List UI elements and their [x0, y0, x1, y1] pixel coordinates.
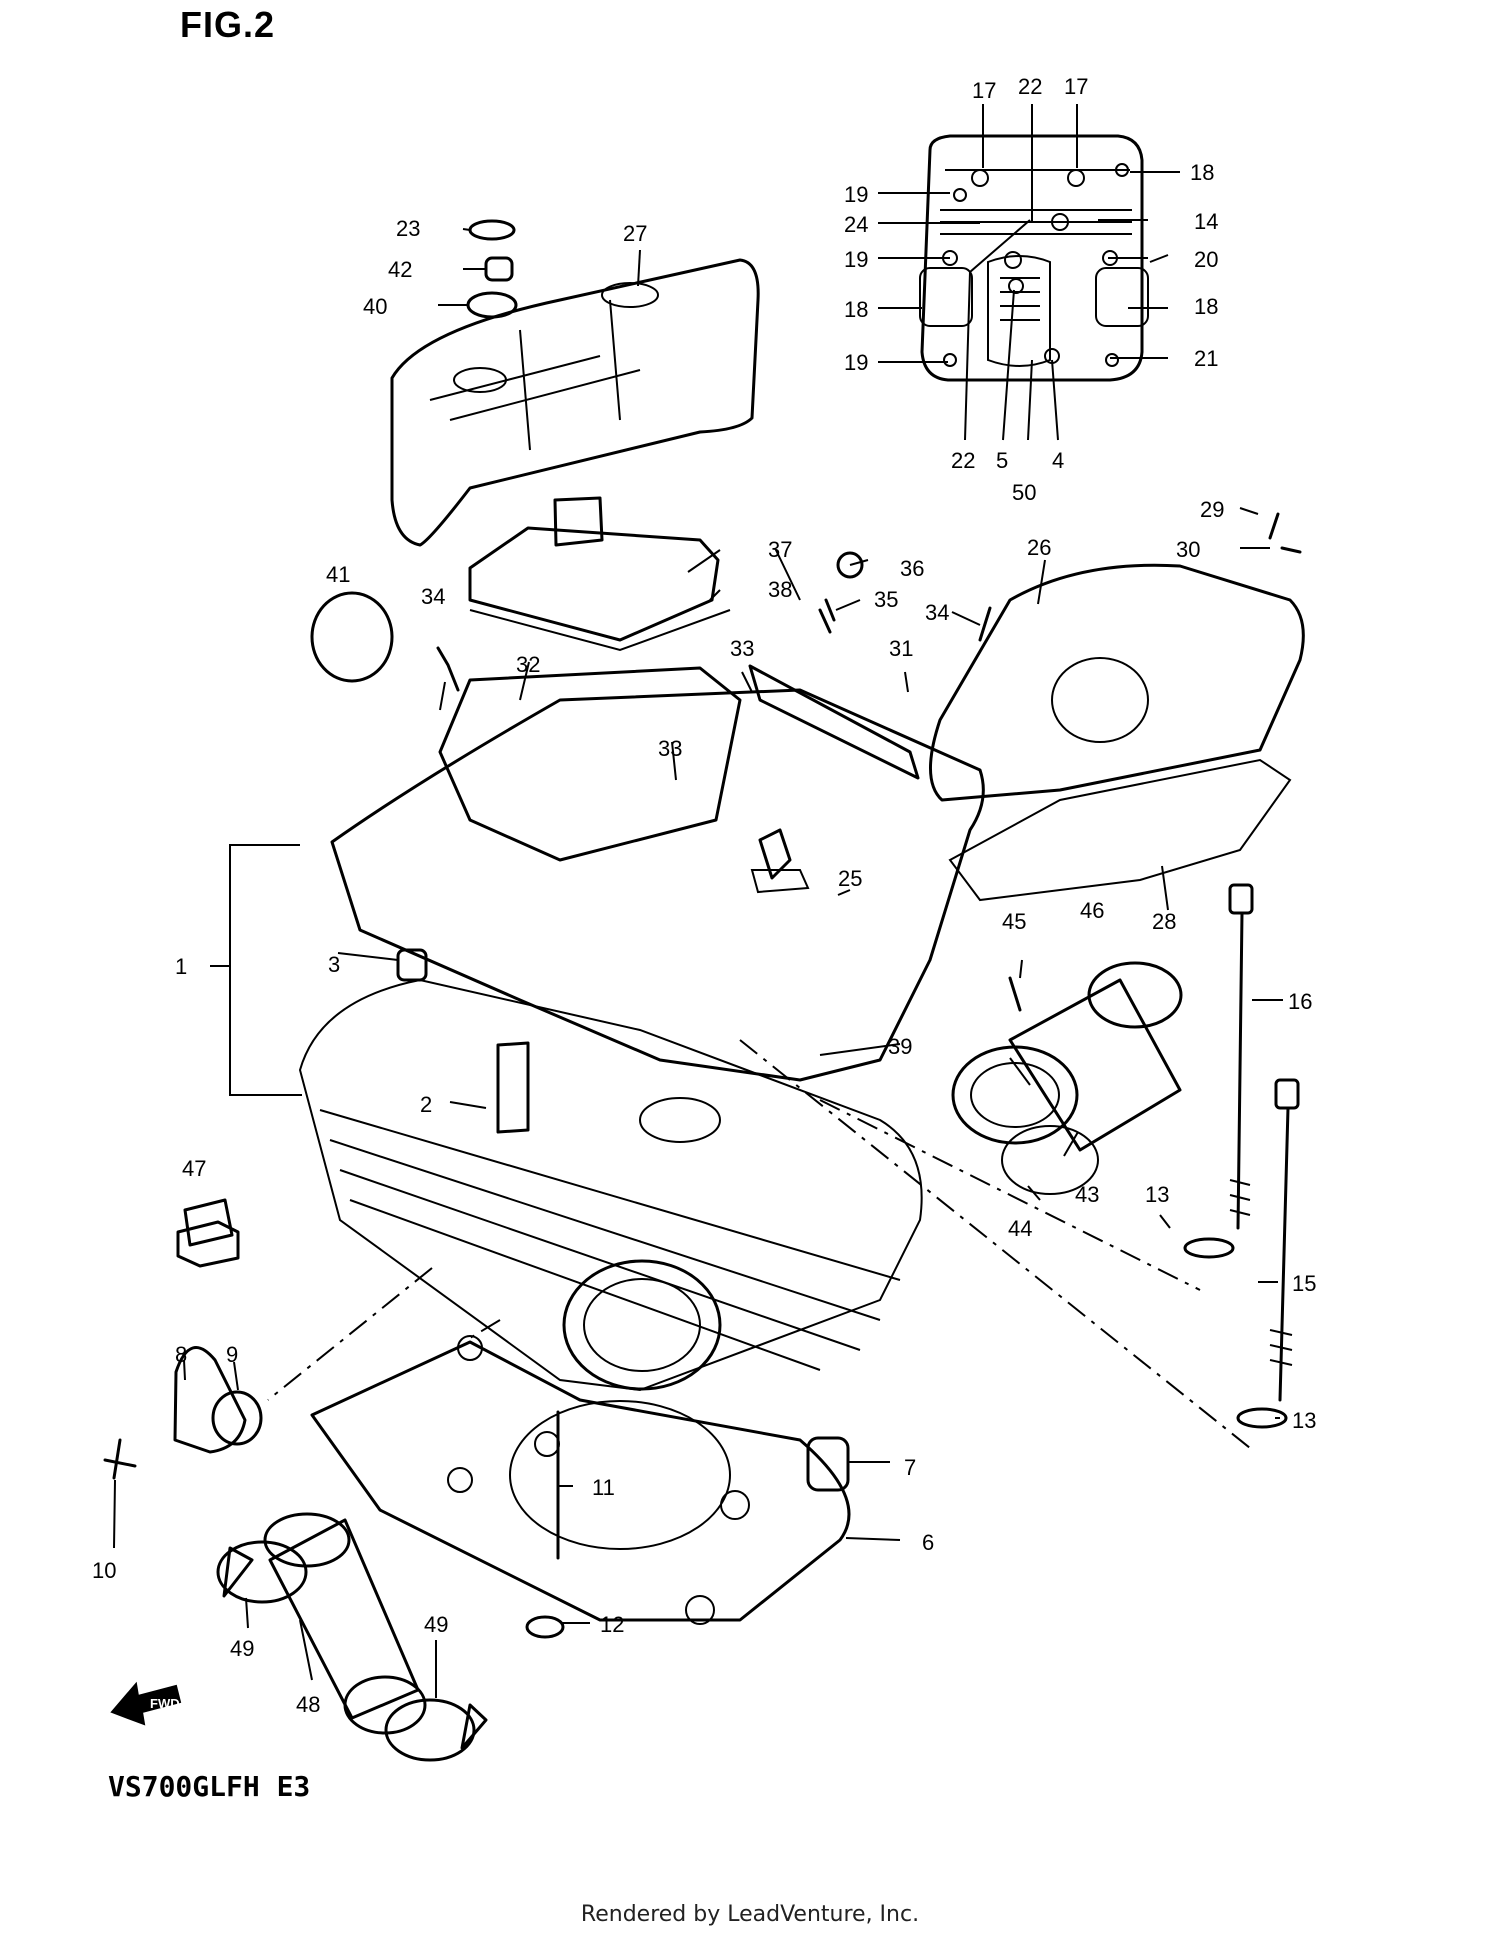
callout-35: 35 [874, 587, 898, 612]
cylinder-head-body [298, 666, 985, 1392]
callout-1: 1 [175, 954, 187, 979]
cap [176, 1220, 240, 1268]
callout-18: 18 [1190, 160, 1214, 185]
callout-27: 27 [623, 221, 647, 246]
callout-43: 43 [1075, 1182, 1099, 1207]
callout-13: 13 [1292, 1408, 1316, 1433]
callout-30: 30 [1176, 537, 1200, 562]
callout-20: 20 [1194, 247, 1218, 272]
callout-25: 25 [838, 866, 862, 891]
callout-18: 18 [1194, 294, 1218, 319]
callout-48: 48 [296, 1692, 320, 1717]
callout-34: 34 [421, 584, 445, 609]
callout-46: 46 [1080, 898, 1104, 923]
callout-37: 37 [768, 537, 792, 562]
callout-17: 17 [972, 78, 996, 103]
frame-cover [390, 219, 760, 547]
footer-credit: Rendered by LeadVenture, Inc. [580, 1902, 920, 1927]
cylinder-head-bolts [1183, 883, 1300, 1429]
callout-49: 49 [424, 1612, 448, 1637]
callout-19: 19 [844, 247, 868, 272]
callout-49: 49 [230, 1636, 254, 1661]
callout-26: 26 [1027, 535, 1051, 560]
part-1-bracket [210, 844, 302, 1096]
callout-40: 40 [363, 294, 387, 319]
callout-19: 19 [844, 350, 868, 375]
callout-24: 24 [844, 212, 868, 237]
callout-28: 28 [1152, 909, 1176, 934]
callout-33: 33 [730, 636, 754, 661]
callout-8: 8 [175, 1342, 187, 1367]
callout-23: 23 [396, 216, 420, 241]
fwd-arrow-icon: FWD [110, 1681, 182, 1726]
callout-3: 3 [328, 952, 340, 977]
callout-16: 16 [1288, 989, 1312, 1014]
callout-38: 38 [768, 577, 792, 602]
callout-33: 33 [658, 736, 682, 761]
callout-42: 42 [388, 257, 412, 282]
callout-numbers: 17 22 17 18 19 14 24 19 20 18 18 19 21 2… [92, 74, 1316, 1717]
callout-21: 21 [1194, 346, 1218, 371]
callout-4: 4 [1052, 448, 1064, 473]
callout-15: 15 [1292, 1271, 1316, 1296]
cylinder-head-cover [468, 496, 864, 652]
callout-39: 39 [888, 1034, 912, 1059]
callout-50: 50 [1012, 480, 1036, 505]
callout-19: 19 [844, 182, 868, 207]
callout-45: 45 [1002, 909, 1026, 934]
cylinder-base-gasket [310, 1335, 851, 1639]
callout-31: 31 [889, 636, 913, 661]
callout-14: 14 [1194, 209, 1218, 234]
callout-18: 18 [844, 297, 868, 322]
alignment-lines [267, 1039, 1256, 1453]
callout-32: 32 [516, 652, 540, 677]
callout-2: 2 [420, 1092, 432, 1117]
callout-44: 44 [1008, 1216, 1032, 1241]
callout-36: 36 [900, 556, 924, 581]
callout-13: 13 [1145, 1182, 1169, 1207]
intake-pipes [951, 961, 1183, 1195]
callout-9: 9 [226, 1342, 238, 1367]
callout-11: 11 [592, 1475, 615, 1500]
callout-12: 12 [600, 1612, 624, 1637]
valve-cover-detail [919, 134, 1149, 382]
callout-29: 29 [1200, 497, 1224, 522]
water-hose [216, 1512, 488, 1762]
callout-10: 10 [92, 1558, 116, 1583]
callout-34: 34 [925, 600, 949, 625]
right-side-cover [748, 563, 1305, 902]
callout-7: 7 [904, 1455, 916, 1480]
callout-41: 41 [326, 562, 350, 587]
model-label: VS700GLFH E3 [108, 1770, 311, 1803]
callout-5: 5 [996, 448, 1008, 473]
callout-17: 17 [1064, 74, 1088, 99]
callout-6: 6 [922, 1530, 934, 1555]
callout-22: 22 [1018, 74, 1042, 99]
fwd-label: FWD [150, 1696, 180, 1711]
leader-lines [113, 104, 1283, 1698]
callout-22: 22 [951, 448, 975, 473]
callout-47: 47 [182, 1156, 206, 1181]
figure-title: FIG.2 [180, 4, 276, 45]
small-parts [103, 512, 1302, 1480]
